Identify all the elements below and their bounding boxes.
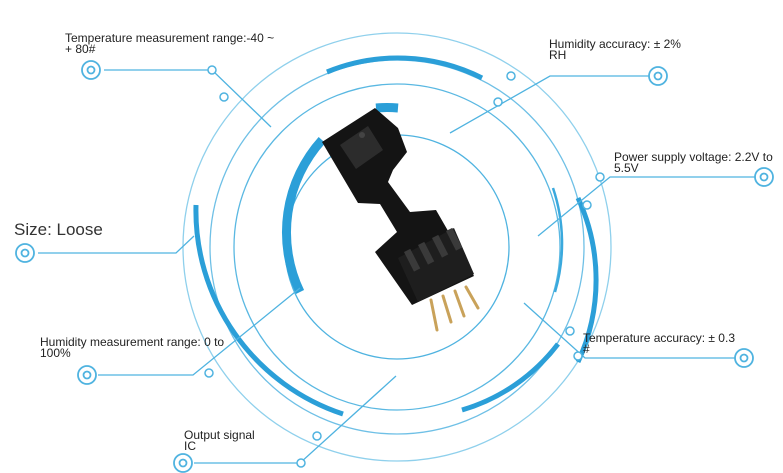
- spec-humidity-range: Humidity measurement range: 0 to 100%: [40, 335, 225, 360]
- dot-temp-accuracy-2: [573, 351, 583, 361]
- dots-group: [204, 65, 605, 468]
- connector-temp-accuracy: [523, 302, 752, 359]
- connector-humidity-range: [98, 287, 301, 376]
- arc-bottom-right-heavy: [461, 342, 560, 413]
- target-humidity-range: [77, 365, 97, 385]
- connector-humidity-accuracy: [449, 75, 658, 134]
- spec-temperature-range: Temperature measurement range:-40 ~ + 80…: [65, 31, 275, 56]
- target-temp-range: [81, 60, 101, 80]
- sensor-module-illustration: [322, 108, 480, 332]
- dot-humidity-accuracy: [506, 71, 516, 81]
- dot-temp-range: [207, 65, 217, 75]
- spec-humidity-accuracy: Humidity accuracy: ± 2% RH: [549, 37, 681, 62]
- spec-output-signal: Output signal IC: [184, 428, 255, 453]
- dot-humidity-range: [204, 368, 214, 378]
- dot-supply-voltage-2: [582, 200, 592, 210]
- connector-size: [38, 235, 195, 254]
- target-temp-accuracy: [734, 348, 754, 368]
- spec-temperature-accuracy: Temperature accuracy: ± 0.3 #: [583, 331, 735, 356]
- sensor-chip-hole: [359, 132, 365, 138]
- target-output-signal: [173, 453, 193, 473]
- target-supply-voltage: [754, 167, 774, 187]
- arc-left-heavy: [193, 204, 344, 417]
- third-ring: [233, 83, 561, 411]
- connector-temp-range: [104, 69, 272, 128]
- dot-humidity-accuracy-2: [493, 97, 503, 107]
- dot-supply-voltage: [595, 172, 605, 182]
- target-size: [15, 243, 35, 263]
- spec-supply-voltage: Power supply voltage: 2.2V to 5.5V: [614, 150, 773, 175]
- dot-output-signal: [312, 431, 322, 441]
- targets-group: [15, 60, 774, 473]
- sensor-pins: [429, 285, 480, 332]
- arc-top-heavy: [326, 55, 484, 81]
- arc-right-heavy: [575, 196, 599, 364]
- dot-temp-accuracy: [565, 326, 575, 336]
- header-slots: [404, 227, 463, 272]
- arc-right-thin: [551, 187, 564, 293]
- connector-supply-voltage: [537, 176, 765, 237]
- dot-output-signal-2: [296, 458, 306, 468]
- sensor-chip: [340, 126, 383, 169]
- rings-group: [182, 32, 612, 462]
- arc-inner-left: [282, 136, 326, 294]
- target-humidity-accuracy: [648, 66, 668, 86]
- spec-size: Size: Loose: [14, 220, 103, 239]
- dot-temp-range-2: [219, 92, 229, 102]
